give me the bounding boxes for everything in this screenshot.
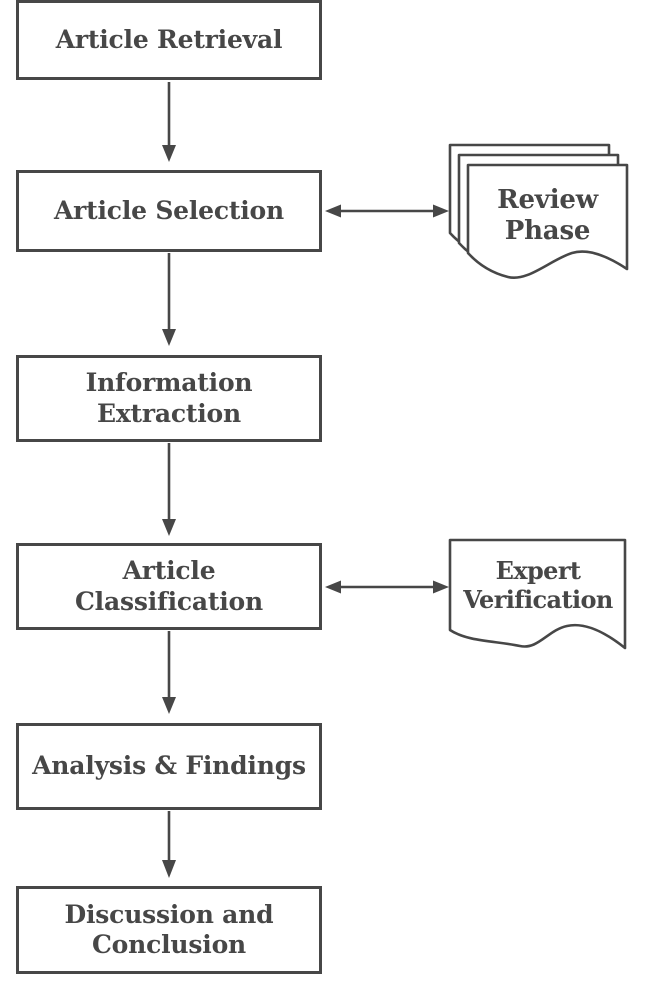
process-box-label: Article Retrieval: [55, 24, 283, 54]
arrow-retrieval-to-selection: [162, 82, 176, 162]
process-box-article-retrieval: Article Retrieval: [16, 0, 322, 80]
process-box-label: Article Classification: [74, 556, 263, 616]
process-box-label: Article Selection: [53, 195, 285, 225]
process-box-label: Discussion and Conclusion: [64, 899, 274, 960]
document-label-text: Expert Verification: [463, 556, 613, 614]
process-box-analysis-findings: Analysis & Findings: [16, 723, 322, 810]
double-arrow-classification-expert: [325, 580, 449, 594]
document-label-review-phase: Review Phase: [468, 168, 627, 264]
process-box-label: Analysis & Findings: [32, 751, 306, 781]
process-box-article-classification: Article Classification: [16, 543, 322, 630]
arrow-extraction-to-classification: [162, 443, 176, 536]
process-box-information-extraction: Information Extraction: [16, 355, 322, 442]
arrow-analysis-to-discussion: [162, 811, 176, 878]
arrow-classification-to-analysis: [162, 631, 176, 714]
process-box-article-selection: Article Selection: [16, 170, 322, 252]
document-label-expert-verification: Expert Verification: [450, 544, 626, 628]
document-label-text: Review Phase: [497, 184, 598, 246]
arrow-selection-to-extraction: [162, 253, 176, 346]
process-box-label: Information Extraction: [85, 368, 253, 428]
process-box-discussion-conclusion: Discussion and Conclusion: [16, 886, 322, 974]
double-arrow-selection-review: [325, 204, 449, 218]
